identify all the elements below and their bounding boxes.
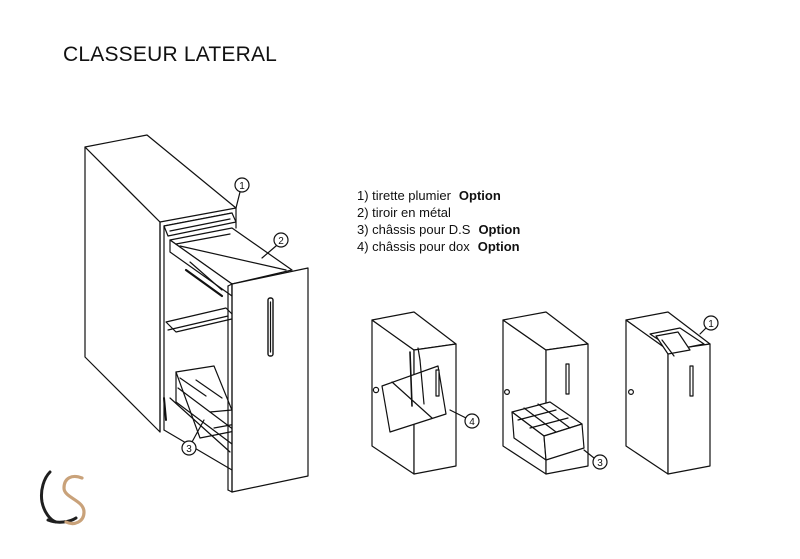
callout-label: 3 (597, 458, 603, 469)
callout-label: 4 (469, 417, 475, 428)
small-cabinet-ds-illustration (502, 311, 589, 475)
callout-1-small: 1 (699, 315, 719, 335)
small-cabinet-dox-illustration (371, 311, 457, 475)
small-cabinet-pen-tray-illustration (625, 311, 711, 475)
callout-label: 1 (708, 319, 714, 330)
legend-item-1: 1) tirette plumier Option (357, 187, 520, 204)
legend-tag: Option (458, 188, 501, 203)
callout-label: 3 (186, 444, 192, 455)
callout-1-main: 1 (234, 177, 250, 209)
legend-label: 2) tiroir en métal (357, 205, 451, 220)
legend-label: 3) châssis pour D.S (357, 222, 471, 237)
page-title: CLASSEUR LATERAL (63, 43, 278, 66)
callout-label: 1 (239, 181, 245, 192)
main-cabinet-illustration (84, 134, 309, 493)
legend-label: 4) châssis pour dox (357, 239, 470, 254)
callout-3-main: 3 (181, 419, 205, 456)
legend-tag: Option (477, 239, 520, 254)
legend-item-3: 3) châssis pour D.S Option (357, 221, 520, 238)
legend-tag: Option (478, 222, 521, 237)
legend-item-2: 2) tiroir en métal (357, 204, 520, 221)
legend-label: 1) tirette plumier (357, 188, 451, 203)
callout-3-small: 3 (583, 449, 608, 470)
callout-4-small: 4 (449, 409, 480, 429)
legend-item-4: 4) châssis pour dox Option (357, 238, 520, 255)
callout-label: 2 (278, 236, 284, 247)
ls-monogram-logo-icon (40, 470, 86, 526)
callout-2-main: 2 (261, 232, 289, 259)
